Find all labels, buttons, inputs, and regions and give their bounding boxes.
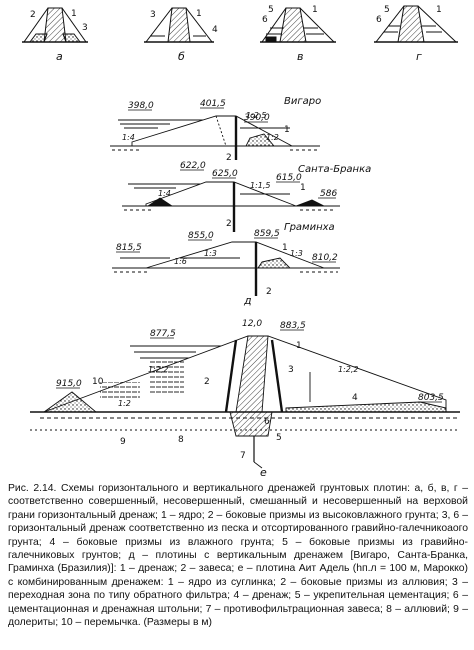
ait-num-9: 9 xyxy=(120,437,126,447)
ait-elev-right: 803,5 xyxy=(418,393,444,403)
panel-v-num-5: 5 xyxy=(268,5,274,15)
panel-g-letter: г xyxy=(416,50,422,63)
ait-num-5: 5 xyxy=(276,433,282,443)
panel-b-num-4: 4 xyxy=(212,25,218,35)
ait-letter: е xyxy=(260,466,267,478)
panel-a-num-3: 3 xyxy=(82,23,88,33)
panel-b-num-1: 1 xyxy=(196,9,202,19)
caption-figure-title: Рис. 2.14. Схемы горизонтального и верти… xyxy=(8,483,410,494)
ait-elev-left: 915,0 xyxy=(56,379,82,389)
panel-v xyxy=(260,7,336,43)
santa-num-2: 2 xyxy=(226,219,232,229)
panel-g-num-1: 1 xyxy=(436,5,442,15)
vigaro-elev-right: 390,0 xyxy=(244,113,270,123)
panel-v-num-6: 6 xyxy=(262,15,268,25)
vigaro-slope-right1: 1:2,5 xyxy=(246,111,267,120)
graminha-slope-mid: 1:3 xyxy=(204,249,217,258)
panel-a-letter: а xyxy=(56,50,63,63)
ait-num-4: 4 xyxy=(352,393,358,403)
dam-santa-drawing xyxy=(122,181,340,232)
graminha-elev-left: 815,5 xyxy=(116,243,142,253)
ait-slope-left: 1:2,2 xyxy=(148,365,169,374)
panel-v-letter: в xyxy=(297,50,303,63)
figure-drawing: 2 1 3 а 3 1 4 б 5 6 1 в 5 6 1 г xyxy=(22,5,460,478)
caption-body: а, б, в, г – соответственно совершенный,… xyxy=(8,483,469,629)
graminha-elev-center: 855,0 xyxy=(188,231,214,241)
panel-g-num-6: 6 xyxy=(376,15,382,25)
vigaro-num-1: 1 xyxy=(284,125,290,135)
dam-ait-drawing xyxy=(30,335,460,469)
santa-elev-far: 586 xyxy=(320,189,337,199)
panel-g-num-5: 5 xyxy=(384,5,390,15)
vigaro-slope-right2: 1:2 xyxy=(266,133,279,142)
graminha-slope-right: 1:3 xyxy=(290,249,303,258)
figure-caption: Рис. 2.14. Схемы горизонтального и верти… xyxy=(8,482,468,629)
vigaro-slope-left: 1:4 xyxy=(122,133,135,142)
santa-name: Санта-Бранка xyxy=(298,164,371,175)
ait-num-1: 1 xyxy=(296,341,302,351)
panel-v-num-1: 1 xyxy=(312,5,318,15)
ait-num-7: 7 xyxy=(240,451,246,461)
graminha-num-1: 1 xyxy=(282,243,288,253)
santa-num-1: 1 xyxy=(300,183,306,193)
ait-elev-crest: 883,5 xyxy=(280,321,306,331)
graminha-elev-crest: 859,5 xyxy=(254,229,280,239)
ait-num-2: 2 xyxy=(204,377,210,387)
ait-num-10: 10 xyxy=(92,377,104,387)
ait-crest-width: 12,0 xyxy=(242,319,262,329)
santa-elev-crest: 625,0 xyxy=(212,169,238,179)
graminha-slope-left: 1:6 xyxy=(174,257,187,266)
panel-b-num-3: 3 xyxy=(150,10,156,20)
ait-num-8: 8 xyxy=(178,435,184,445)
panel-b xyxy=(144,7,214,43)
vigaro-elev-crest: 401,5 xyxy=(200,99,226,109)
santa-slope-right: 1:1,5 xyxy=(250,181,271,190)
panel-g xyxy=(374,5,458,43)
graminha-elev-right: 810,2 xyxy=(312,253,338,263)
graminha-name: Граминха xyxy=(284,222,335,233)
vigaro-elev-left: 398,0 xyxy=(128,101,154,111)
panel-a xyxy=(22,7,88,43)
panel-a-num-1: 1 xyxy=(71,9,77,19)
panel-a-num-2: 2 xyxy=(30,10,36,20)
ait-slope-right: 1:2,2 xyxy=(338,365,359,374)
santa-slope-left: 1:4 xyxy=(158,189,171,198)
dam-vigaro-drawing xyxy=(110,115,320,160)
panel-b-letter: б xyxy=(178,50,185,63)
ait-num-3: 3 xyxy=(288,365,294,375)
dam-graminha-drawing xyxy=(112,241,340,296)
vigaro-num-2: 2 xyxy=(226,153,232,163)
santa-elev-right: 615,0 xyxy=(276,173,302,183)
graminha-letter: д xyxy=(243,294,252,307)
ait-slope-12: 1:2 xyxy=(118,399,131,408)
ait-num-6: 6 xyxy=(264,417,270,427)
santa-elev-left: 622,0 xyxy=(180,161,206,171)
ait-elev-up: 877,5 xyxy=(150,329,176,339)
vigaro-name: Вигаро xyxy=(284,96,321,107)
graminha-num-2: 2 xyxy=(266,287,272,297)
